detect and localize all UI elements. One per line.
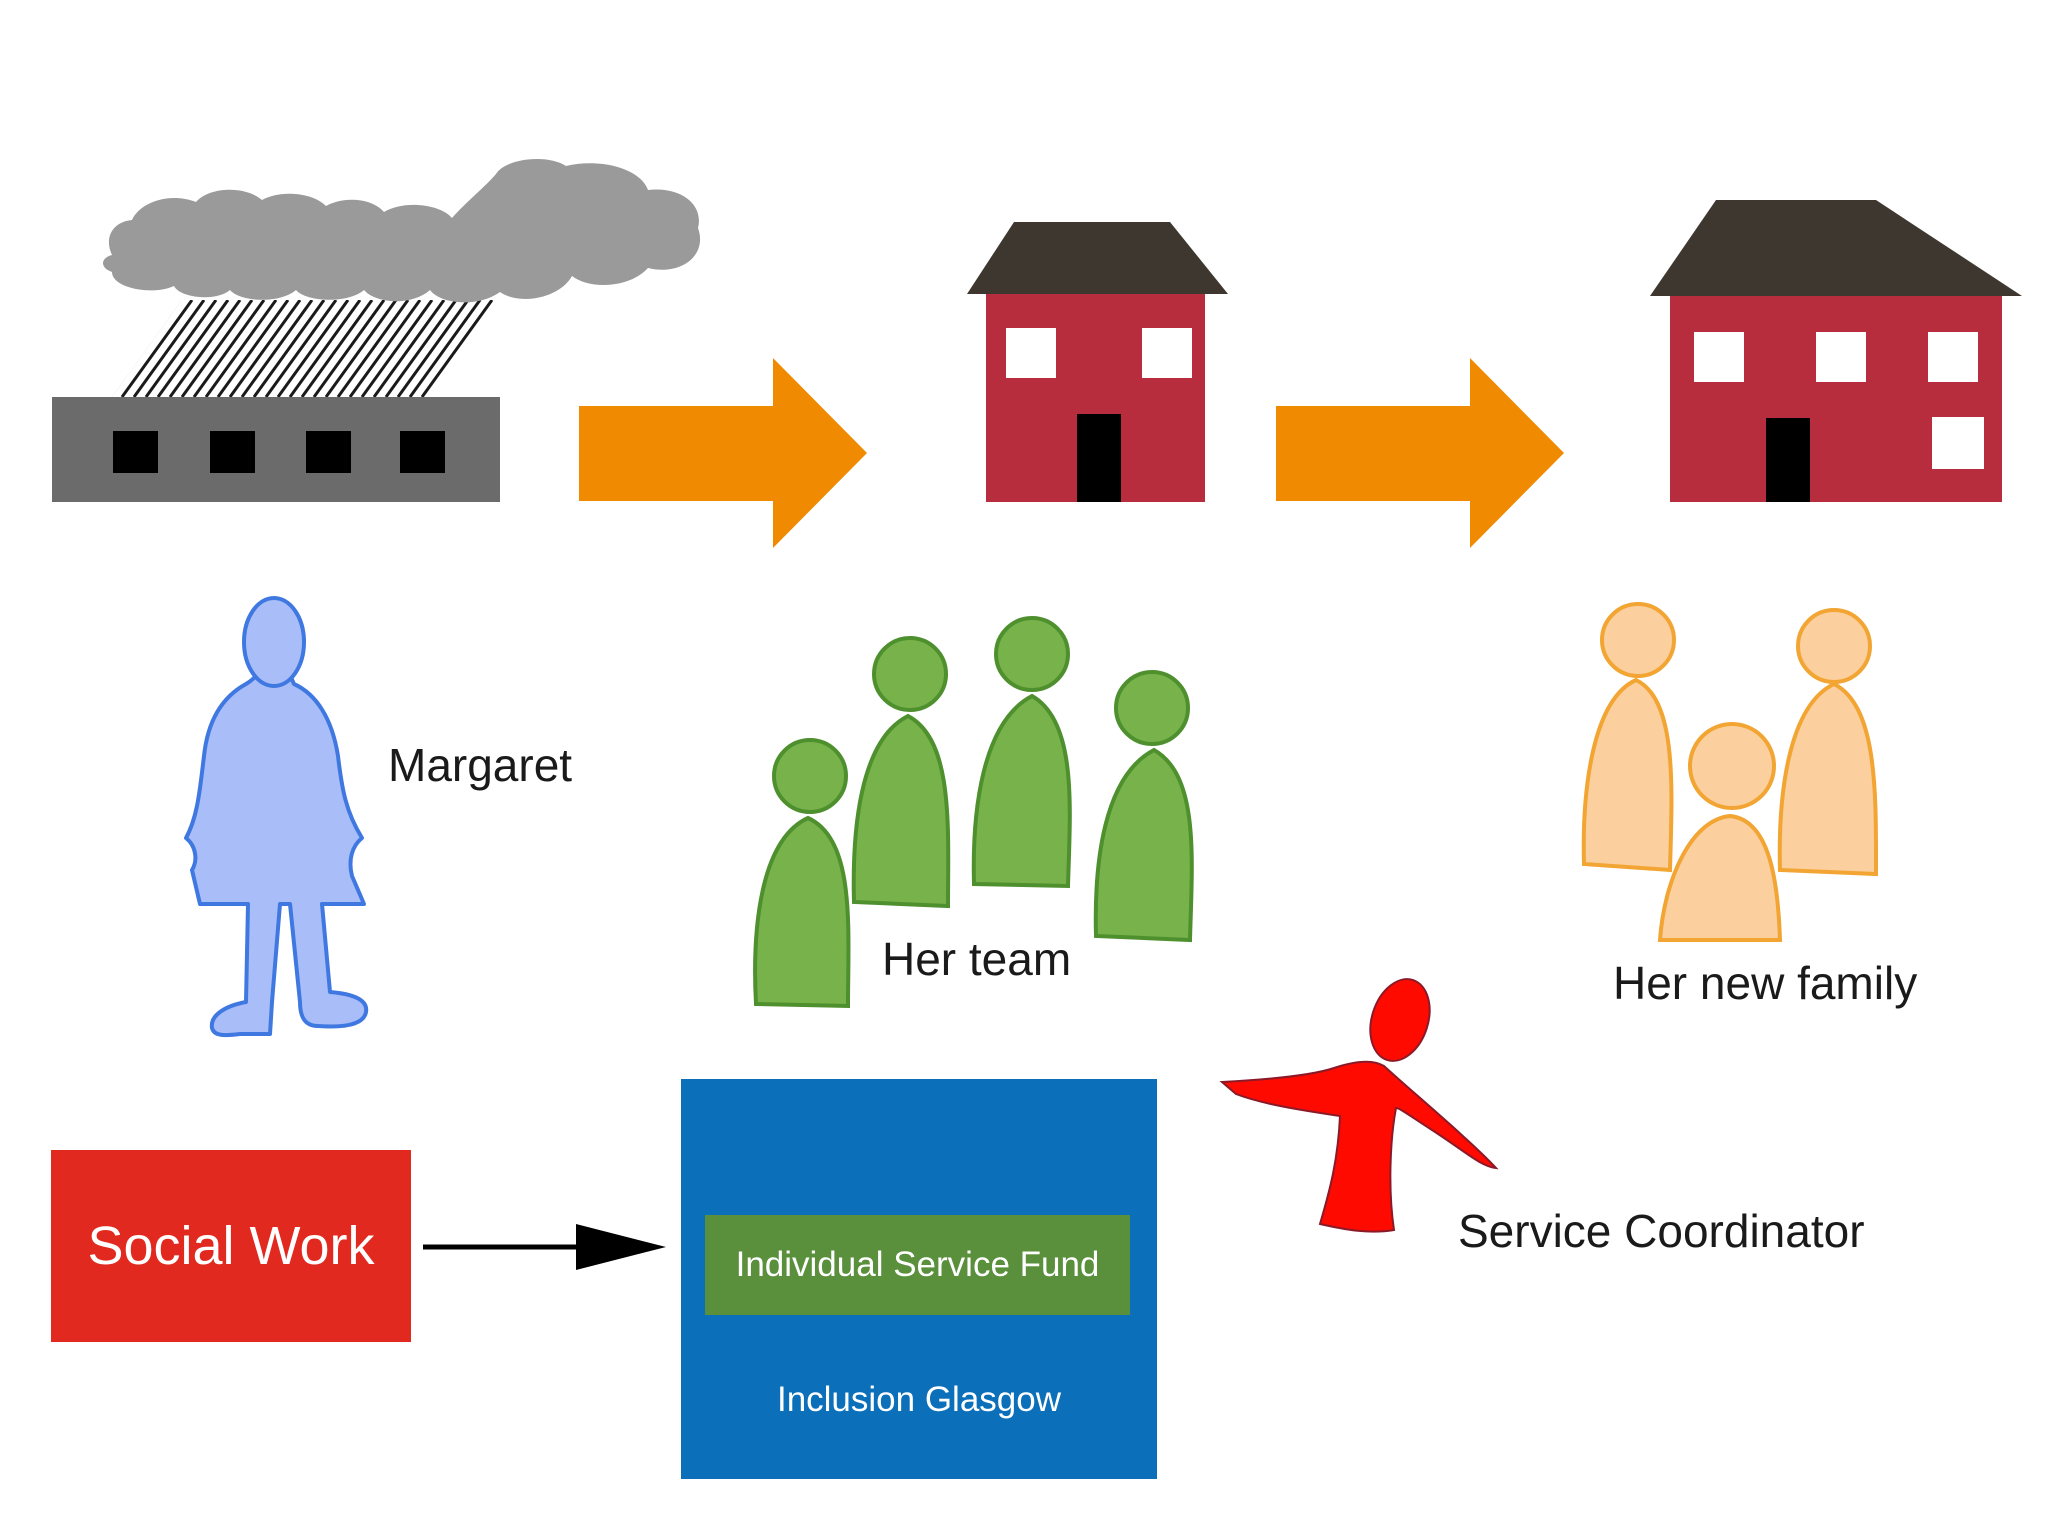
social-work-label-container: Social Work [51, 1150, 411, 1342]
institution-window [400, 431, 445, 473]
small-house-icon [967, 222, 1228, 502]
team-figures-icon [753, 616, 1194, 1009]
social-work-label: Social Work [87, 1216, 375, 1276]
margaret-figure-icon [184, 596, 369, 1038]
cloud-icon [103, 159, 701, 303]
arrow-right-icon [1276, 358, 1564, 548]
rain-icon [112, 300, 500, 397]
individual-service-fund-label-container: Individual Service Fund [705, 1215, 1130, 1315]
social-work-box [51, 1150, 411, 1342]
service-coordinator-label: Service Coordinator [1458, 1205, 1865, 1257]
margaret-label: Margaret [388, 739, 573, 791]
individual-service-fund-label: Individual Service Fund [735, 1245, 1100, 1284]
her-team-label: Her team [882, 933, 1072, 985]
family-figures-icon [1581, 602, 1879, 942]
arrow-right-icon [579, 358, 867, 548]
institution-group [52, 159, 701, 502]
big-house-icon [1650, 200, 2022, 502]
individual-service-fund-box [705, 1215, 1130, 1315]
institution-window [306, 431, 351, 473]
service-coordinator-figure-icon [1219, 978, 1499, 1233]
her-new-family-label: Her new family [1613, 957, 1918, 1009]
arrow-head-icon [576, 1224, 666, 1270]
inclusion-glasgow-label: Inclusion Glasgow [776, 1380, 1062, 1419]
institution-window [113, 431, 158, 473]
institution-window [210, 431, 255, 473]
